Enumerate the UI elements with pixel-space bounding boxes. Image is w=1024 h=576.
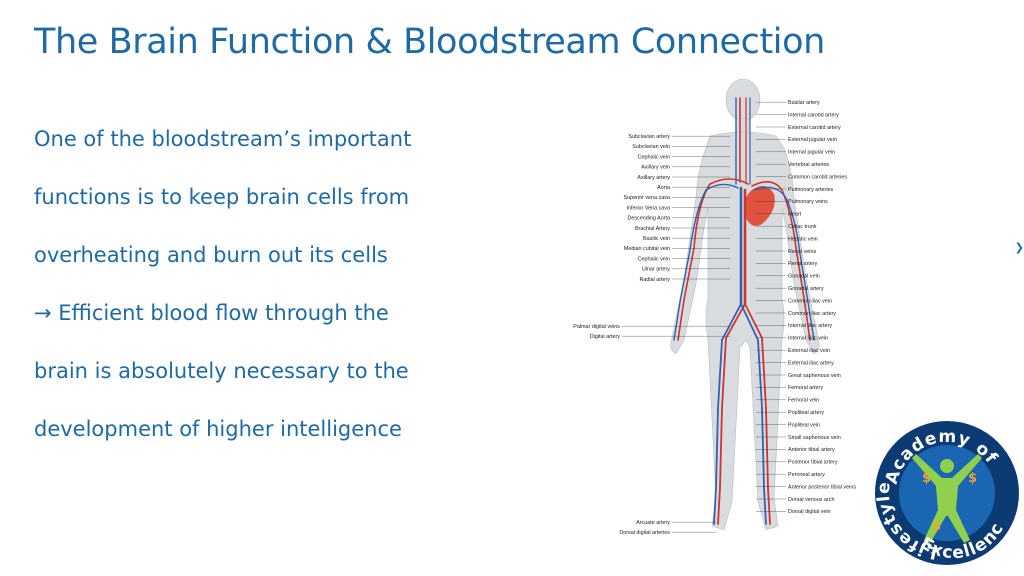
chevron-right-icon: ❯ bbox=[1014, 241, 1024, 254]
diagram-label: Anterior posterior tibial veins bbox=[788, 484, 856, 490]
diagram-label: Dorsal venous arch bbox=[788, 497, 834, 503]
diagram-label: Axillary vein bbox=[641, 165, 670, 171]
body-line: → Efficient blood flow through the bbox=[34, 301, 389, 325]
diagram-label: Common carotid arteries bbox=[788, 174, 847, 180]
body-line: brain is absolutely necessary to the bbox=[34, 359, 409, 383]
body-line: development of higher intelligence bbox=[34, 417, 402, 441]
artery-paths bbox=[677, 97, 811, 525]
body-line: functions is to keep brain cells from bbox=[34, 185, 410, 209]
diagram-label: Femoral artery bbox=[788, 385, 823, 391]
diagram-label: Pulmonary arteries bbox=[788, 187, 834, 193]
dollar-icon: $ bbox=[968, 471, 977, 486]
diagram-label: Great saphenous vein bbox=[788, 373, 841, 379]
diagram-label: Ulnar artery bbox=[642, 267, 670, 273]
heart-shape bbox=[744, 185, 775, 226]
diagram-label: Renal artery bbox=[788, 261, 818, 267]
diagram-label: Digital artery bbox=[590, 334, 621, 340]
diagram-label: Basilar artery bbox=[788, 100, 820, 106]
slide-title: The Brain Function & Bloodstream Connect… bbox=[34, 22, 825, 62]
diagram-label: Anterior tibial artery bbox=[788, 447, 835, 453]
diagram-label: Subclavian vein bbox=[632, 144, 670, 150]
diagram-label: Gonadal artery bbox=[788, 286, 824, 292]
diagram-label: Palmar digital veins bbox=[573, 324, 620, 330]
diagram-label: Popliteal artery bbox=[788, 410, 824, 416]
diagram-label: Internal iliac vein bbox=[788, 336, 828, 342]
diagram-label: Hepatic vein bbox=[788, 236, 818, 242]
diagram-label: Cephalic vein bbox=[638, 154, 670, 160]
diagram-label: Basilic vein bbox=[643, 236, 670, 242]
diagram-label: Peroneal artery bbox=[788, 472, 825, 478]
vein-paths bbox=[673, 97, 815, 525]
logo-figure bbox=[912, 454, 982, 543]
slide-body-text: One of the bloodstream’s important funct… bbox=[34, 110, 546, 458]
diagram-label: External iliac vein bbox=[788, 348, 830, 354]
body-line: One of the bloodstream’s important bbox=[34, 127, 412, 151]
diagram-label: Renal veins bbox=[788, 249, 816, 255]
diagram-label: Vertebral arteries bbox=[788, 162, 829, 168]
diagram-label: Pulmonary veins bbox=[788, 199, 828, 205]
diagram-label: Brachial Artery bbox=[635, 226, 670, 232]
dollar-icon: $ bbox=[932, 519, 941, 534]
diagram-label: Common iliac artery bbox=[788, 311, 836, 317]
diagram-label: Femoral vein bbox=[788, 398, 819, 404]
diagram-label: Inferior Vena cava bbox=[627, 205, 670, 211]
diagram-label: External jugular vein bbox=[788, 137, 837, 143]
diagram-label: Aorta bbox=[657, 185, 670, 191]
diagram-label: Axillary artery bbox=[637, 175, 670, 181]
diagram-label: Gonadal vein bbox=[788, 274, 820, 280]
diagram-label: Dorsal digital vein bbox=[788, 509, 831, 515]
dollar-icon: $ bbox=[922, 471, 931, 486]
diagram-label: Internal iliac artery bbox=[788, 323, 832, 329]
diagram-label: Radial artery bbox=[639, 277, 670, 283]
diagram-label: Median cubital vein bbox=[624, 246, 670, 252]
diagram-label: Dorsal digital arteries bbox=[619, 530, 670, 536]
diagram-label: Internal jugular vein bbox=[788, 150, 835, 156]
diagram-label: Subclavian artery bbox=[628, 134, 670, 140]
diagram-label: Internal carotid artery bbox=[788, 112, 839, 118]
diagram-label: Superior vena cava bbox=[624, 195, 670, 201]
diagram-label: Arcuate artery bbox=[636, 520, 670, 526]
diagram-label: Popliteal vein bbox=[788, 422, 820, 428]
diagram-label: Cephalic vein bbox=[638, 256, 670, 262]
diagram-label: Descending Aorta bbox=[627, 216, 670, 222]
body-line: overheating and burn out its cells bbox=[34, 243, 388, 267]
diagram-label: Celiac trunk bbox=[788, 224, 817, 230]
diagram-label: External carotid artery bbox=[788, 125, 841, 131]
academy-logo: Academy of Lifestyle Excellence $ $ $ bbox=[872, 418, 1022, 568]
diagram-label: Posterior tibial artery bbox=[788, 460, 838, 466]
diagram-label: Small saphenous vein bbox=[788, 435, 841, 441]
diagram-label: External iliac artery bbox=[788, 360, 834, 366]
label-leader-lines bbox=[622, 102, 786, 533]
academy-logo-svg: Academy of Lifestyle Excellence $ $ $ bbox=[872, 418, 1019, 565]
diagram-label: Common iliac vein bbox=[788, 298, 832, 304]
diagram-label: Heart bbox=[788, 212, 802, 218]
